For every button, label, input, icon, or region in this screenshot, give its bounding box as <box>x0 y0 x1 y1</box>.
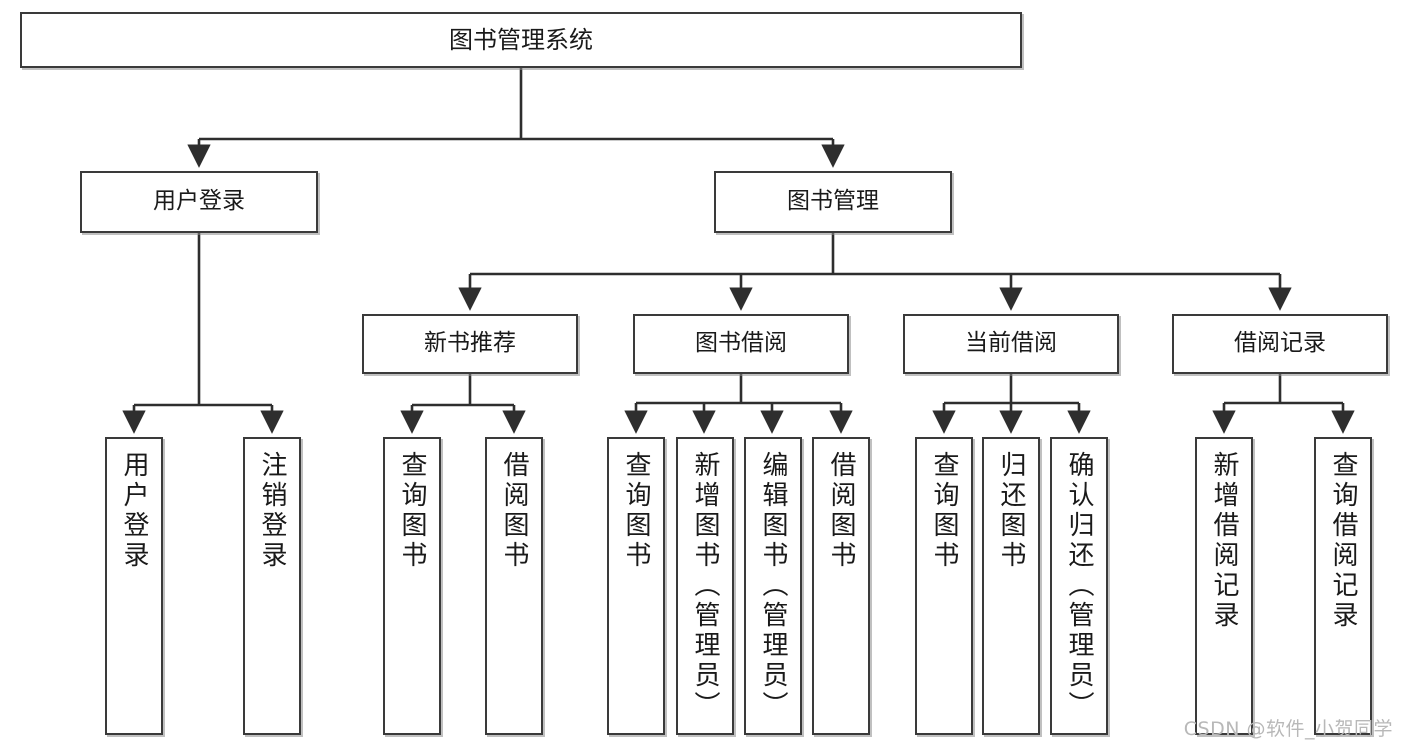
node-label: 查询图书 <box>397 451 427 571</box>
node-current-borrow[interactable]: 当前借阅 <box>903 314 1119 374</box>
leaf-recommend-query-book[interactable]: 查询图书 <box>383 437 441 735</box>
node-label: 确认归还（管理员） <box>1064 451 1094 721</box>
watermark-text: CSDN @软件_小贺同学 <box>1183 718 1393 740</box>
leaf-current-return-book[interactable]: 归还图书 <box>982 437 1040 735</box>
leaf-borrow-borrow-book[interactable]: 借阅图书 <box>812 437 870 735</box>
node-label: 归还图书 <box>996 451 1026 571</box>
node-label: 编辑图书（管理员） <box>758 451 788 721</box>
node-label: 借阅图书 <box>499 451 529 571</box>
node-label: 借阅记录 <box>1234 330 1326 357</box>
node-borrow-record[interactable]: 借阅记录 <box>1172 314 1388 374</box>
node-book-borrow[interactable]: 图书借阅 <box>633 314 849 374</box>
node-label: 查询借阅记录 <box>1328 451 1358 631</box>
leaf-recommend-borrow-book[interactable]: 借阅图书 <box>485 437 543 735</box>
node-label: 图书借阅 <box>695 330 787 357</box>
node-root-system[interactable]: 图书管理系统 <box>20 12 1022 68</box>
node-label: 查询图书 <box>929 451 959 571</box>
leaf-record-add-record[interactable]: 新增借阅记录 <box>1195 437 1253 735</box>
node-new-book-recommend[interactable]: 新书推荐 <box>362 314 578 374</box>
leaf-record-query-record[interactable]: 查询借阅记录 <box>1314 437 1372 735</box>
leaf-borrow-add-book[interactable]: 新增图书（管理员） <box>676 437 734 735</box>
leaf-user-login-signout[interactable]: 注销登录 <box>243 437 301 735</box>
node-label: 注销登录 <box>257 451 287 571</box>
node-label: 新增图书（管理员） <box>690 451 720 721</box>
node-label: 查询图书 <box>621 451 651 571</box>
node-label: 新增借阅记录 <box>1209 451 1239 631</box>
node-label: 用户登录 <box>119 451 149 571</box>
node-user-login[interactable]: 用户登录 <box>80 171 318 233</box>
leaf-user-login-signin[interactable]: 用户登录 <box>105 437 163 735</box>
node-label: 当前借阅 <box>965 330 1057 357</box>
node-label: 图书管理 <box>787 188 879 215</box>
node-label: 新书推荐 <box>424 330 516 357</box>
node-book-management[interactable]: 图书管理 <box>714 171 952 233</box>
node-label: 用户登录 <box>153 188 245 215</box>
node-label: 图书管理系统 <box>449 25 593 54</box>
leaf-current-query-book[interactable]: 查询图书 <box>915 437 973 735</box>
leaf-current-confirm-return[interactable]: 确认归还（管理员） <box>1050 437 1108 735</box>
leaf-borrow-edit-book[interactable]: 编辑图书（管理员） <box>744 437 802 735</box>
node-label: 借阅图书 <box>826 451 856 571</box>
leaf-borrow-query-book[interactable]: 查询图书 <box>607 437 665 735</box>
